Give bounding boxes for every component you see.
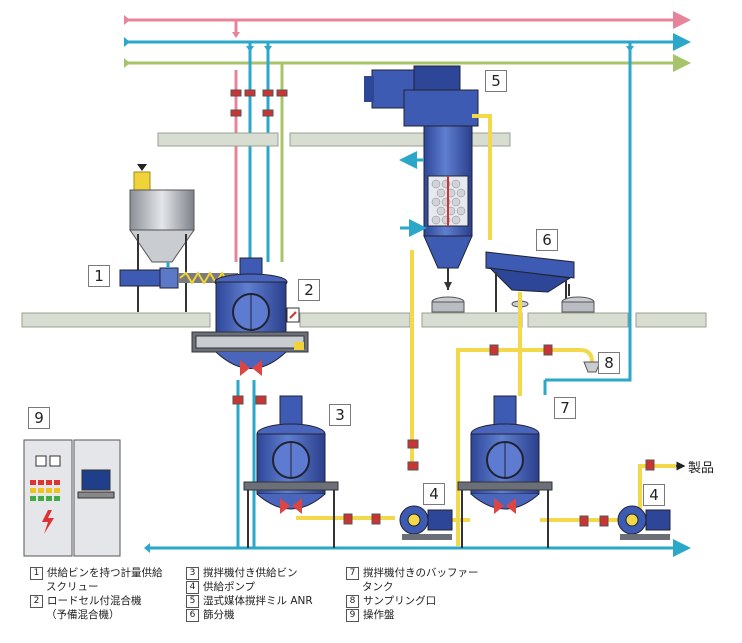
legend-text: （予備混合機） <box>46 609 120 621</box>
mixer-supply-lines <box>232 20 634 395</box>
legend-text: 湿式媒体撹拌ミル ANR <box>203 595 313 607</box>
legend-text: サンプリング口 <box>363 595 437 607</box>
feeder-bin-screw <box>119 164 238 312</box>
floor-platforms <box>21 132 707 328</box>
callout-pump-left: 4 <box>423 483 445 505</box>
callout-mill: 5 <box>485 70 507 92</box>
legend-item: 2 ロードセル付混合機 <box>30 594 163 608</box>
legend-item: 7 撹拌機付きのバッファー <box>346 566 479 580</box>
legend-number: 1 <box>30 567 43 580</box>
sieving-machine <box>485 251 595 313</box>
legend-number: 6 <box>186 609 199 622</box>
legend-text: 撹拌機付きのバッファー <box>363 567 479 579</box>
feed-pump-left <box>399 505 453 540</box>
legend-text: 供給ポンプ <box>203 581 256 593</box>
legend-number: 5 <box>186 595 199 608</box>
callout-sampling: 8 <box>598 352 620 374</box>
callout-feed-bin: 3 <box>329 404 351 426</box>
legend-text: ロードセル付混合機 <box>47 595 142 607</box>
callout-control-panel: 9 <box>28 407 50 429</box>
legend-number: 9 <box>346 609 359 622</box>
agitator-mill <box>364 65 492 313</box>
legend-text: 供給ビンを持つ計量供給 <box>47 567 163 579</box>
legend-column-3: 7 撹拌機付きのバッファー タンク 8 サンプリング口 9 操作盤 <box>346 566 479 622</box>
product-lines <box>296 250 676 546</box>
product-label: 製品 <box>688 461 715 476</box>
legend-item: 1 供給ビンを持つ計量供給 <box>30 566 163 580</box>
line-valves <box>232 344 655 527</box>
legend-text: 撹拌機付き供給ビン <box>203 567 298 579</box>
legend-text: 操作盤 <box>363 609 395 621</box>
legend-text: タンク <box>362 581 394 593</box>
legend-number: 2 <box>30 595 43 608</box>
feed-bin-agitator <box>243 395 339 548</box>
legend-column-1: 1 供給ビンを持つ計量供給 スクリュー 2 ロードセル付混合機 （予備混合機） <box>30 566 163 622</box>
legend-text: 篩分機 <box>203 609 235 621</box>
premixer <box>191 257 309 376</box>
legend-item: 5 湿式媒体撹拌ミル ANR <box>186 594 313 608</box>
legend-text: スクリュー <box>46 581 99 593</box>
legend-number: 3 <box>186 567 199 580</box>
legend-column-2: 3 撹拌機付き供給ビン 4 供給ポンプ 5 湿式媒体撹拌ミル ANR 6 篩分機 <box>186 566 313 622</box>
callout-pump-right: 4 <box>643 484 665 506</box>
legend-item: 6 篩分機 <box>186 608 313 622</box>
legend-item: 9 操作盤 <box>346 608 479 622</box>
legend-number: 7 <box>346 567 359 580</box>
callout-sieve: 6 <box>536 229 558 251</box>
drop-valves <box>230 89 288 117</box>
sampling-port <box>579 348 601 373</box>
buffer-tank <box>457 395 553 548</box>
control-panel <box>23 439 121 557</box>
legend-item: 3 撹拌機付き供給ビン <box>186 566 313 580</box>
legend-number: 8 <box>346 595 359 608</box>
legend-number: 4 <box>186 581 199 594</box>
legend-item: 8 サンプリング口 <box>346 594 479 608</box>
callout-buffer-tank: 7 <box>554 397 576 419</box>
return-line <box>144 380 691 557</box>
feed-pump-right <box>617 505 671 540</box>
legend-item: 4 供給ポンプ <box>186 580 313 594</box>
callout-premixer: 2 <box>298 279 320 301</box>
utility-header-lines <box>124 11 691 72</box>
callout-feeder: 1 <box>88 265 110 287</box>
